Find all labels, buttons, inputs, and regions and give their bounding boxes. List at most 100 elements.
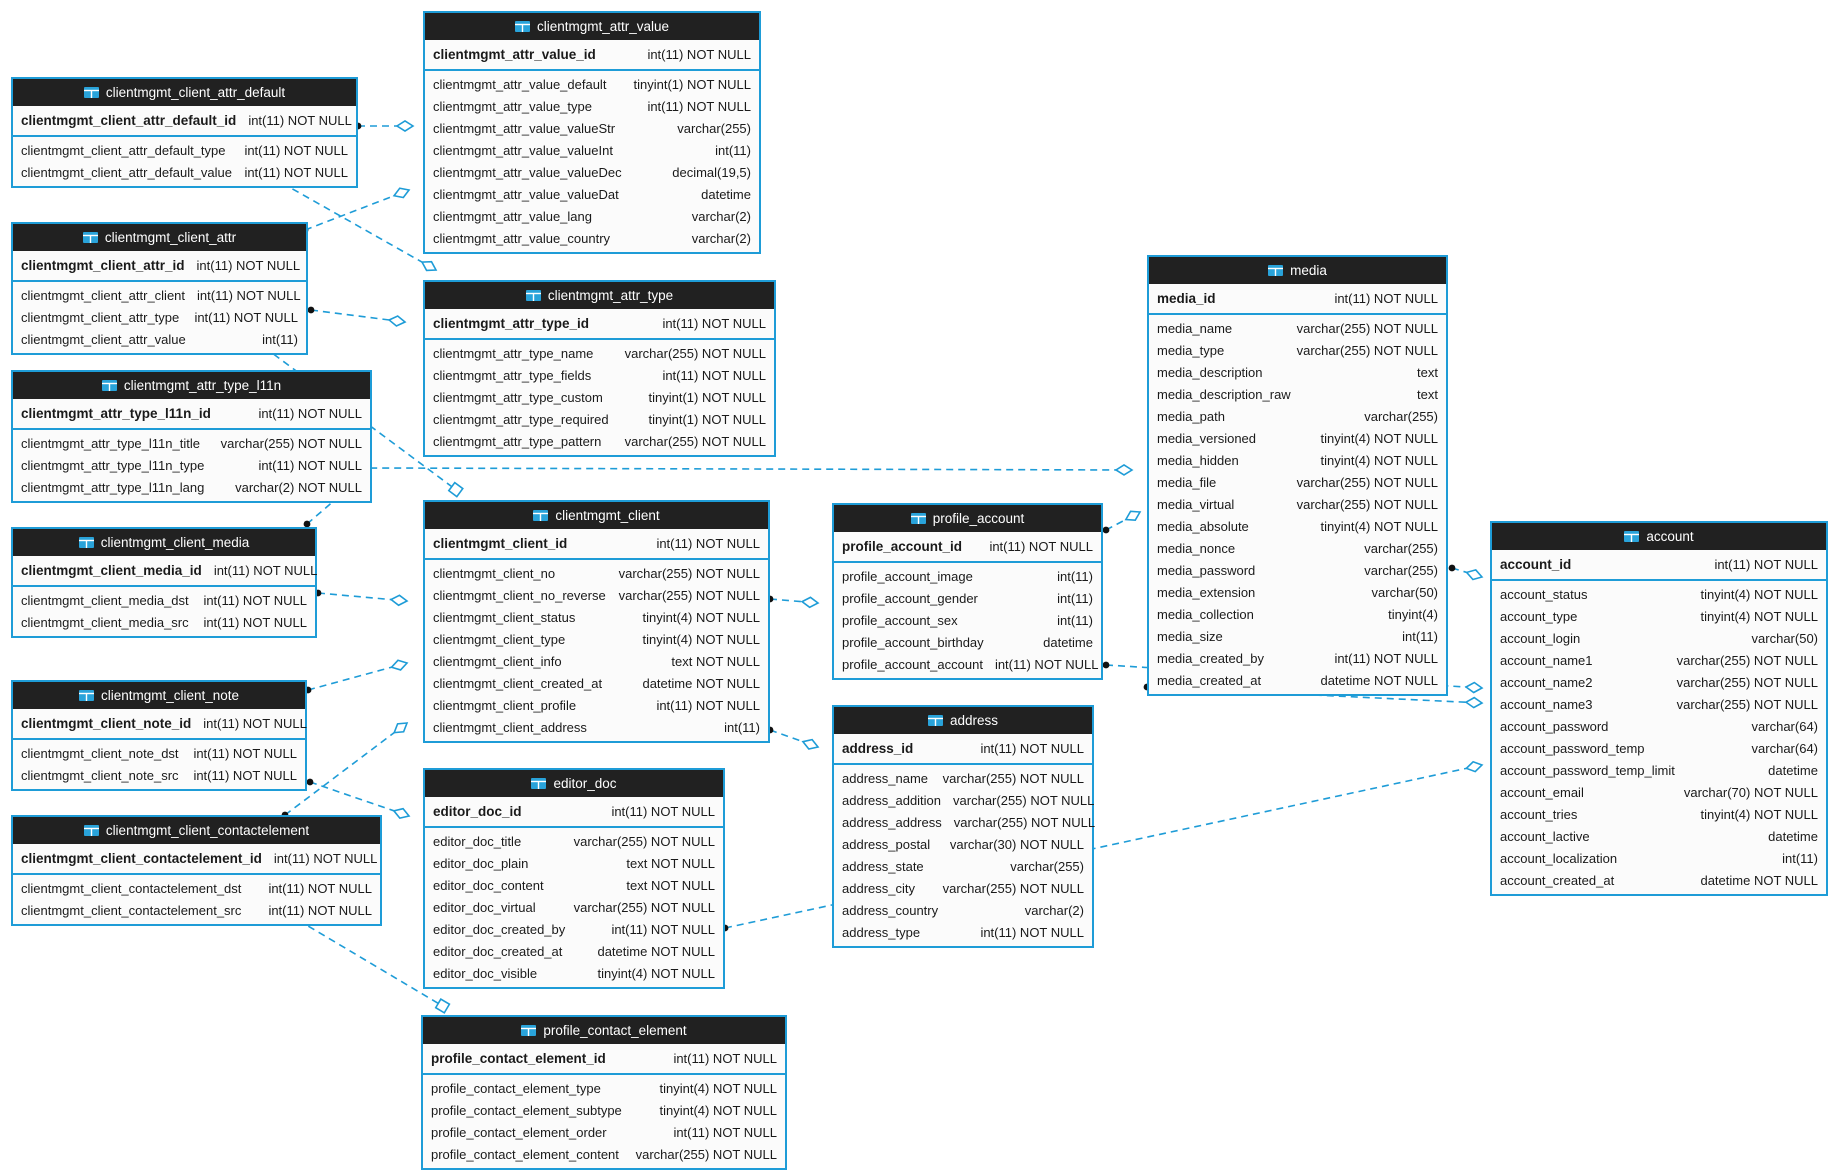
table-header-clientmgmt_client_attr_default[interactable]: clientmgmt_client_attr_default [13,79,356,106]
column-name: clientmgmt_client_no_reverse [433,587,606,603]
column-type: int(11) NOT NULL [662,316,766,331]
column-name: editor_doc_created_at [433,943,563,959]
table-header-clientmgmt_client_note[interactable]: clientmgmt_client_note [13,682,305,709]
table-title: clientmgmt_attr_value [536,19,670,34]
table-clientmgmt_client_contactelement[interactable]: clientmgmt_client_contactelement clientmg… [11,815,382,926]
column-name: clientmgmt_attr_type_name [433,345,594,361]
column-type: tinyint(4) NOT NULL [642,631,760,647]
column-name: media_hidden [1157,452,1239,468]
table-grid-icon [1268,265,1284,276]
column-type: int(11) NOT NULL [656,697,760,713]
table-clientmgmt_client_media[interactable]: clientmgmt_client_media clientmgmt_client… [11,527,317,638]
column-type: int(11) [1782,850,1818,866]
column-type: int(11) NOT NULL [268,880,372,896]
column-name: address_city [842,880,915,896]
column-type: tinyint(4) NOT NULL [659,1080,777,1096]
column-type: varchar(255) NOT NULL [953,792,1095,808]
column-type: int(11) NOT NULL [268,902,372,918]
table-grid-icon [1624,531,1640,542]
column-name: clientmgmt_client_type [433,631,566,647]
table-title: clientmgmt_client_media [100,535,250,550]
column-type: tinyint(4) NOT NULL [659,1102,777,1118]
table-header-clientmgmt_attr_value[interactable]: clientmgmt_attr_value [425,13,759,40]
table-header-clientmgmt_client_media[interactable]: clientmgmt_client_media [13,529,315,556]
column-type: varchar(255) NOT NULL [953,814,1096,830]
column-name: clientmgmt_attr_value_lang [433,208,592,224]
table-header-account[interactable]: account [1492,523,1826,550]
column-name: account_status [1500,586,1588,602]
table-header-editor_doc[interactable]: editor_doc [425,770,723,797]
column-name: media_versioned [1157,430,1257,446]
table-header-address[interactable]: address [834,707,1092,734]
connector-dot [303,520,311,528]
column-type: datetime NOT NULL [1700,872,1818,888]
table-header-clientmgmt_attr_type[interactable]: clientmgmt_attr_type [425,282,774,309]
table-header-clientmgmt_client_contactelement[interactable]: clientmgmt_client_contactelement [13,817,380,844]
table-clientmgmt_attr_type[interactable]: clientmgmt_attr_type clientmgmt_attr_type… [423,280,776,457]
table-header-clientmgmt_attr_type_l11n[interactable]: clientmgmt_attr_type_l11n [13,372,370,399]
table-header-profile_account[interactable]: profile_account [834,505,1101,532]
table-header-media[interactable]: media [1149,257,1446,284]
square-marker-icon [434,998,451,1014]
column-name: clientmgmt_client_id [433,536,568,551]
column-name: clientmgmt_attr_value_valueInt [433,142,613,158]
table-grid-icon [83,825,99,836]
column-name: clientmgmt_attr_value_id [433,47,596,62]
table-grid-icon [83,87,99,98]
column-name: account_localization [1500,850,1618,866]
table-clientmgmt_attr_value[interactable]: clientmgmt_attr_value clientmgmt_attr_val… [423,11,761,254]
table-header-clientmgmt_client_attr[interactable]: clientmgmt_client_attr [13,224,306,251]
relationship-line [1105,511,1141,531]
column-type: text [1417,386,1438,402]
column-type: int(11) NOT NULL [203,592,307,608]
column-name: address_address [842,814,942,830]
column-name: profile_contact_element_id [431,1051,606,1066]
table-header-profile_contact_element[interactable]: profile_contact_element [423,1017,785,1044]
column-type: varchar(255) NOT NULL [618,587,760,603]
column-name: clientmgmt_client_contactelement_src [21,902,242,918]
relationship-line [284,722,408,816]
column-name: clientmgmt_client_media_id [21,563,202,578]
table-title: account [1646,529,1694,544]
table-header-clientmgmt_client[interactable]: clientmgmt_client [425,502,768,529]
column-name: profile_contact_element_order [431,1124,607,1140]
column-type: tinyint(4) NOT NULL [1700,586,1818,602]
column-type: varchar(50) [1371,584,1438,600]
field-rows: account_status tinyint(4) NOT NULL account… [1492,581,1826,894]
fk-media-account-top [1448,564,1484,581]
column-type: decimal(19,5) [672,164,751,180]
